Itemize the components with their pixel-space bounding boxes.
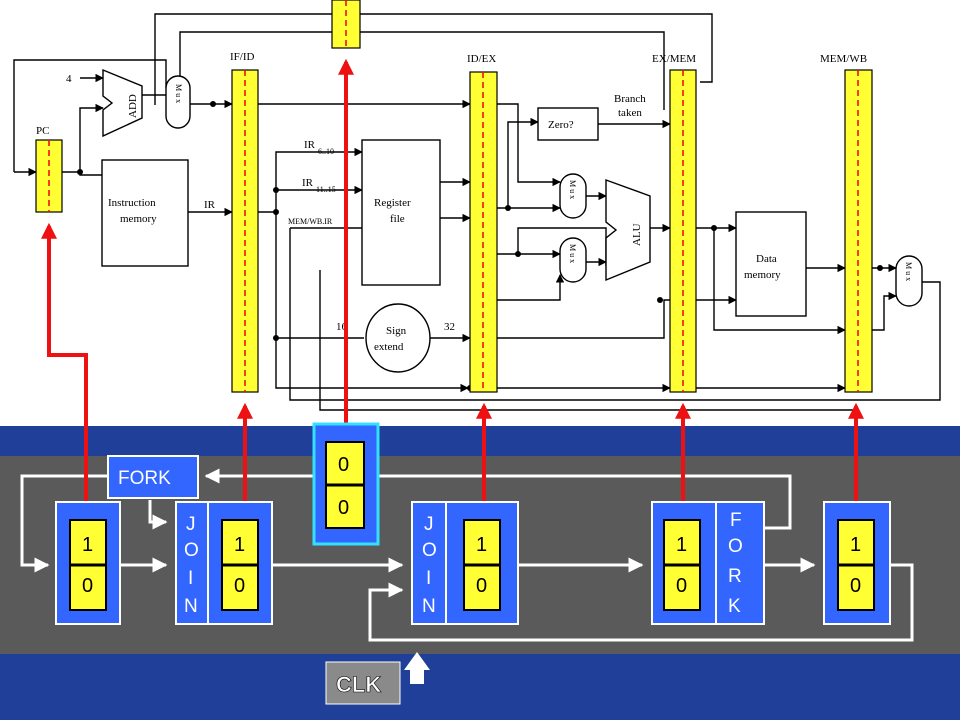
label-register-file: file bbox=[390, 213, 405, 225]
mux-pc bbox=[165, 75, 191, 129]
data-memory bbox=[735, 211, 807, 317]
join-left-i: I bbox=[188, 568, 193, 589]
clk-block: CLK bbox=[325, 652, 430, 705]
label-ir-6-10: IR bbox=[304, 139, 316, 151]
zero-unit bbox=[537, 107, 599, 141]
stage-3-top: 1 bbox=[476, 534, 487, 556]
branch-top: 0 bbox=[338, 454, 349, 476]
fork-top-box: FORK bbox=[107, 455, 199, 499]
join-left-n: N bbox=[184, 596, 198, 617]
join-mid-j: J bbox=[424, 514, 434, 535]
label-add: ADD bbox=[127, 94, 139, 118]
control-band-top bbox=[0, 426, 960, 456]
stage-2-bottom: 0 bbox=[234, 575, 245, 597]
label-data: Data bbox=[756, 253, 777, 265]
instruction-memory bbox=[101, 159, 189, 267]
clk-arrow-icon bbox=[404, 652, 430, 684]
register-file bbox=[361, 139, 441, 286]
label-ir-6-10-sub: 6..10 bbox=[318, 147, 334, 156]
label-mux-pc: M u x bbox=[174, 84, 183, 103]
add-unit bbox=[102, 68, 143, 138]
branch-bottom: 0 bbox=[338, 497, 349, 519]
request-arrows bbox=[41, 58, 864, 502]
label-mem-wb: MEM/WB bbox=[820, 53, 867, 65]
fork-right-f: F bbox=[730, 510, 742, 531]
label-ir: IR bbox=[204, 199, 216, 211]
label-instruction: Instruction bbox=[108, 197, 156, 209]
label-sign-extend: extend bbox=[374, 341, 404, 353]
join-mid-o: O bbox=[422, 540, 437, 561]
join-left-o: O bbox=[184, 540, 199, 561]
fork-top-label: FORK bbox=[118, 468, 171, 489]
stage-block-1: 1 0 bbox=[55, 501, 121, 625]
mux-wb bbox=[895, 255, 923, 307]
stage-4-bottom: 0 bbox=[676, 575, 687, 597]
label-branch-taken: taken bbox=[618, 107, 642, 119]
control-band-bottom bbox=[0, 654, 960, 720]
label-mem-wb-ir: MEM/WB.IR bbox=[288, 217, 333, 226]
mux-alu-b bbox=[559, 237, 587, 283]
label-16: 16 bbox=[336, 321, 348, 333]
label-branch: Branch bbox=[614, 93, 646, 105]
stage-fork-block-4: 1 0 F O R K bbox=[651, 501, 765, 625]
join-left-j: J bbox=[186, 514, 196, 535]
label-ir-11-15: IR bbox=[302, 177, 314, 189]
join-stage-block-2: J O I N 1 0 bbox=[175, 501, 273, 625]
datapath-labels: IF/ID ID/EX EX/MEM MEM/WB PC 4 ADD M u x… bbox=[36, 51, 913, 353]
label-pc: PC bbox=[36, 125, 49, 137]
label-instruction-memory: memory bbox=[120, 213, 157, 225]
stage-1-top: 1 bbox=[82, 534, 93, 556]
stage-1-bottom: 0 bbox=[82, 575, 93, 597]
label-if-id: IF/ID bbox=[230, 51, 255, 63]
join-stage-block-3: J O I N 1 0 bbox=[411, 501, 519, 625]
label-four: 4 bbox=[66, 73, 72, 85]
join-mid-i: I bbox=[426, 568, 431, 589]
control-wires bbox=[20, 468, 914, 642]
stage-5-bottom: 0 bbox=[850, 575, 861, 597]
label-mux-wb: M u x bbox=[904, 262, 913, 281]
stage-5-top: 1 bbox=[850, 534, 861, 556]
stage-3-bottom: 0 bbox=[476, 575, 487, 597]
fork-right-o: O bbox=[728, 536, 743, 557]
label-mux-a: M u x bbox=[568, 180, 577, 199]
label-ex-mem: EX/MEM bbox=[652, 53, 696, 65]
stage-4-top: 1 bbox=[676, 534, 687, 556]
label-mux-b: M u x bbox=[568, 244, 577, 263]
branch-control-block: 0 0 bbox=[312, 422, 380, 546]
stage-block-5: 1 0 bbox=[823, 501, 891, 625]
label-register: Register bbox=[374, 197, 411, 209]
join-mid-n: N bbox=[422, 596, 436, 617]
label-ir-11-15-sub: 11..15 bbox=[316, 185, 336, 194]
pipeline-registers bbox=[35, 0, 873, 393]
mux-alu-a bbox=[559, 173, 587, 219]
label-id-ex: ID/EX bbox=[467, 53, 496, 65]
label-alu: ALU bbox=[631, 223, 643, 246]
label-zero: Zero? bbox=[548, 119, 574, 131]
fork-right-r: R bbox=[728, 566, 742, 587]
label-data-memory: memory bbox=[744, 269, 781, 281]
sign-extend bbox=[365, 303, 431, 373]
alu bbox=[605, 179, 651, 282]
fork-right-k: K bbox=[728, 596, 741, 617]
components bbox=[101, 68, 923, 373]
stage-2-top: 1 bbox=[234, 534, 245, 556]
label-32: 32 bbox=[444, 321, 455, 333]
clk-label: CLK bbox=[336, 672, 381, 697]
label-sign: Sign bbox=[386, 325, 407, 337]
